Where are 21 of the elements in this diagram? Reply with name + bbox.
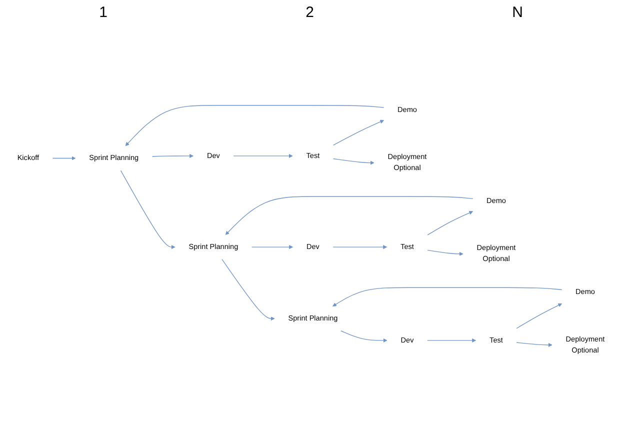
cycle-number: 2 (306, 4, 314, 21)
arrow (427, 210, 474, 236)
arrow (332, 287, 562, 306)
arrow (427, 250, 464, 256)
arrow (332, 158, 374, 165)
cycle-number: N (512, 4, 523, 21)
arrow (52, 156, 76, 160)
arrow (233, 154, 293, 158)
arrow (120, 170, 176, 249)
arrow (516, 342, 552, 347)
arrow (516, 303, 562, 328)
arrow (340, 330, 388, 342)
arrow (251, 244, 293, 249)
arrow (332, 244, 388, 249)
cycle-number: 1 (99, 4, 108, 21)
arrow (332, 120, 384, 146)
arrow (225, 196, 474, 235)
arrow (125, 104, 384, 146)
arrow (427, 338, 476, 342)
arrow (222, 258, 275, 320)
arrow (152, 154, 194, 158)
